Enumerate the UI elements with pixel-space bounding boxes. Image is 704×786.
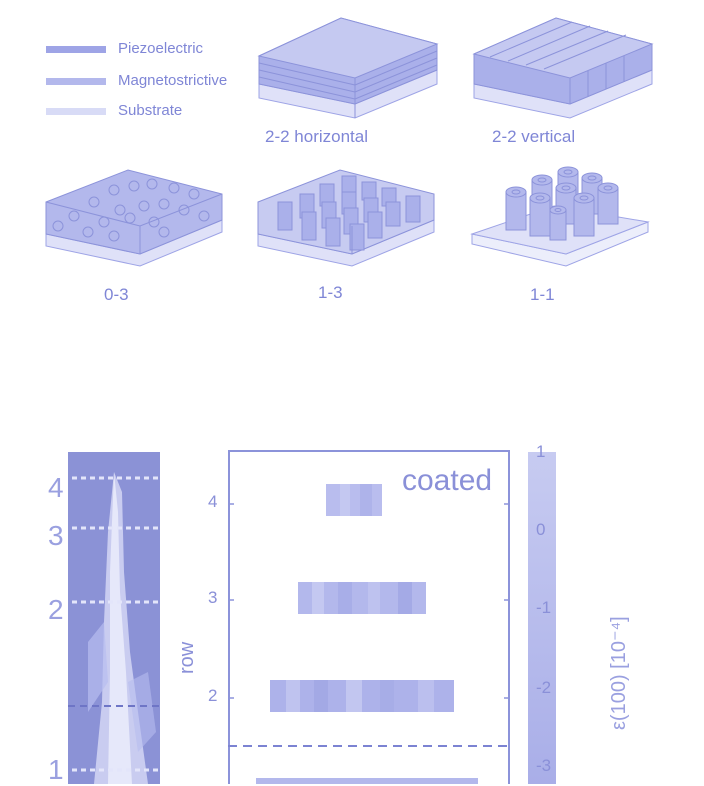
strain-plot-frame <box>228 450 510 784</box>
sample-photo-image <box>68 472 160 784</box>
colorbar <box>528 452 556 784</box>
strain-row-1 <box>256 778 478 784</box>
strain-row-2 <box>270 680 454 712</box>
photo-row-label-1: 1 <box>48 754 64 785</box>
colorbar-tick: -3 <box>536 756 552 775</box>
diagram-2-2-horizontal <box>257 17 439 119</box>
y-axis-label: row <box>176 641 198 674</box>
diagram-1-3 <box>257 169 435 267</box>
sample-photo <box>68 452 160 784</box>
colorbar-tick: 0 <box>536 520 546 539</box>
strain-row-4 <box>326 484 382 516</box>
colorbar-tick: -2 <box>536 678 552 697</box>
y-tick-3: 3 <box>208 588 218 607</box>
photo-row-label-2: 2 <box>48 594 64 625</box>
strain-row-3 <box>298 582 426 614</box>
strain-map-panel: 4 3 2 1 co <box>0 430 704 785</box>
caption-1-1: 1-1 <box>530 285 555 304</box>
colorbar-tick: 1 <box>536 442 546 461</box>
strain-plot-area <box>228 484 510 784</box>
photo-row-label-4: 4 <box>48 472 64 503</box>
caption-1-3: 1-3 <box>318 283 343 302</box>
caption-2-2-vertical: 2-2 vertical <box>492 127 576 146</box>
caption-2-2-horizontal: 2-2 horizontal <box>265 127 369 146</box>
composite-structures-panel: Piezoelectric Magnetostrictive Substrate… <box>0 0 704 320</box>
photo-row-label-3: 3 <box>48 520 64 551</box>
coated-label: coated <box>402 464 493 497</box>
legend-label: Substrate <box>118 102 183 119</box>
diagram-0-3 <box>45 169 223 267</box>
diagram-2-2-vertical <box>472 17 654 119</box>
colorbar-tick: -1 <box>536 598 552 617</box>
y-tick-4: 4 <box>208 492 218 511</box>
legend-label: Magnetostrictive <box>118 72 228 89</box>
y-tick-2: 2 <box>208 686 218 705</box>
legend-swatch <box>46 108 106 115</box>
legend-swatch <box>46 46 106 53</box>
diagram-1-1 <box>470 166 650 267</box>
legend-label: Piezoelectric <box>118 40 204 57</box>
colorbar-label: ε(100) [10⁻⁴] <box>608 616 630 730</box>
legend-swatch <box>46 78 106 85</box>
caption-0-3: 0-3 <box>104 285 129 304</box>
